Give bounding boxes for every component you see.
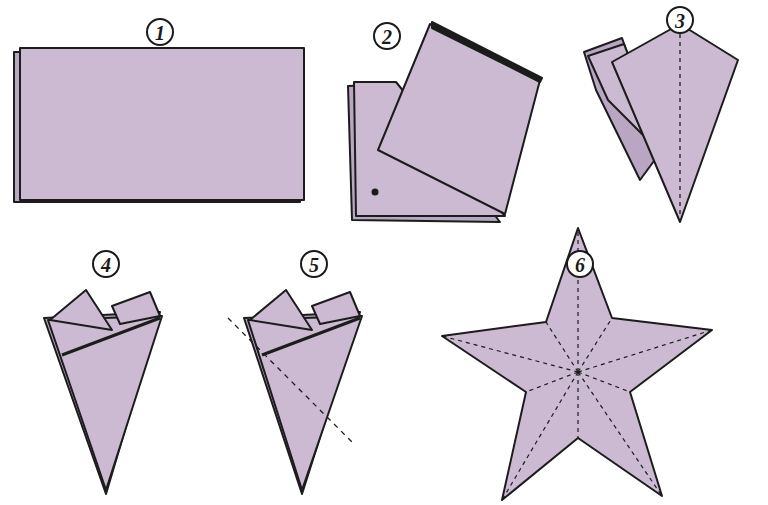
paper-front-flap (612, 24, 738, 222)
cone-flap (250, 290, 312, 330)
callout-number: 3 (666, 6, 694, 34)
cone (48, 316, 162, 490)
callout-number: 6 (566, 250, 594, 278)
cut-line (228, 318, 352, 442)
callout-number: 2 (373, 22, 401, 50)
cone-edge (262, 318, 360, 355)
cone-edge (62, 318, 160, 355)
fold-line (679, 26, 680, 218)
flap-edge (432, 22, 542, 82)
marker-dot (373, 190, 378, 195)
paper-flap (378, 24, 540, 214)
paper-star (442, 228, 712, 500)
cone-flap (50, 290, 112, 330)
callout-number: 5 (300, 250, 328, 278)
folded-paper (20, 48, 304, 200)
star-fold-lines (442, 228, 712, 500)
cone (248, 316, 362, 490)
callout-number: 1 (146, 18, 174, 46)
callout-number: 4 (92, 250, 120, 278)
